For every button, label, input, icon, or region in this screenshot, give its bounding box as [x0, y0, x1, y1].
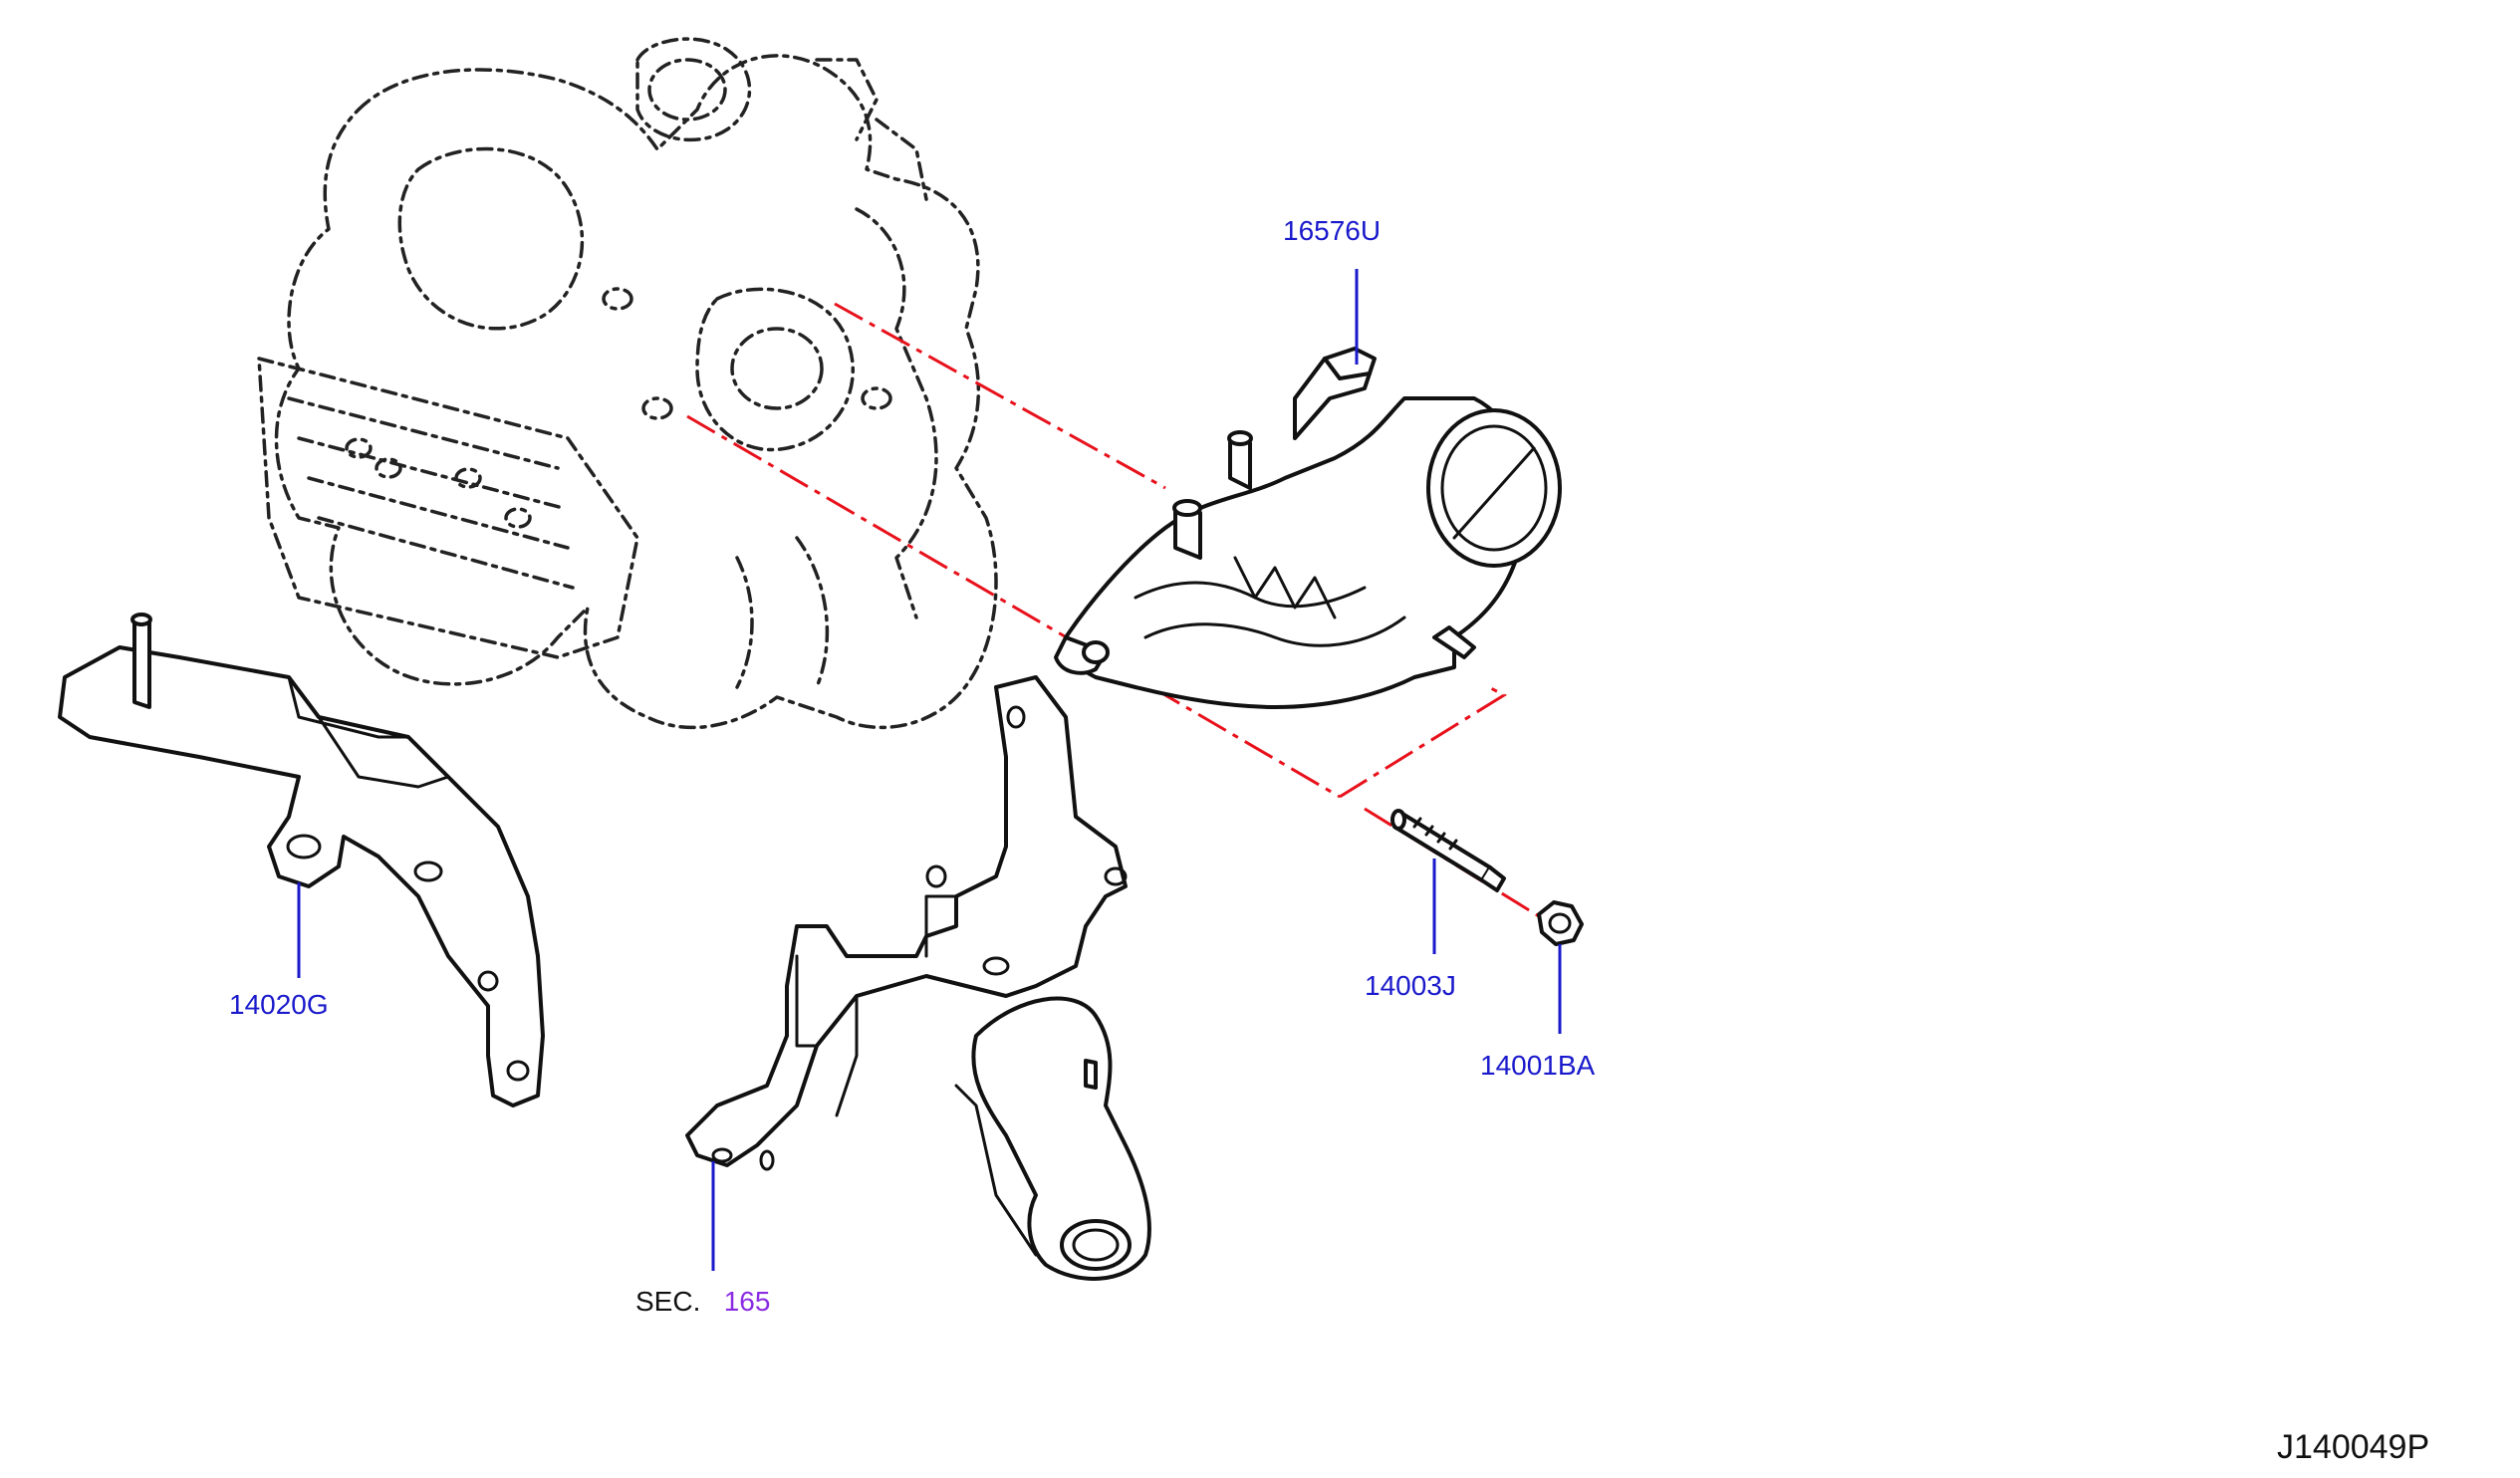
engine-assembly-ghost — [257, 37, 998, 730]
part-14020g-bracket — [58, 613, 545, 1108]
callout-leaders — [297, 269, 1562, 1271]
assembly-centerlines — [686, 302, 1540, 918]
section-reference[interactable]: SEC. 165 — [635, 1288, 770, 1316]
section-prefix: SEC. — [635, 1286, 701, 1317]
callout-16576u[interactable]: 16576U — [1283, 215, 1382, 246]
callout-14003j[interactable]: 14003J — [1365, 970, 1456, 1001]
figure-code: J140049P — [2277, 1428, 2430, 1466]
part-14001ba-nut — [1537, 900, 1584, 946]
centerline-upper — [834, 302, 1166, 490]
callout-14020g[interactable]: 14020G — [229, 989, 329, 1020]
part-sec165-bracket — [685, 675, 1151, 1281]
section-number-link[interactable]: 165 — [723, 1286, 771, 1317]
part-16576u-air-outlet — [1054, 347, 1562, 709]
centerline-lower — [686, 414, 1341, 799]
centerline-to-nut — [1364, 807, 1540, 918]
callout-14001ba[interactable]: 14001BA — [1480, 1050, 1596, 1081]
centerline-bracket — [1339, 685, 1508, 799]
part-14003j-stud — [1390, 809, 1506, 892]
